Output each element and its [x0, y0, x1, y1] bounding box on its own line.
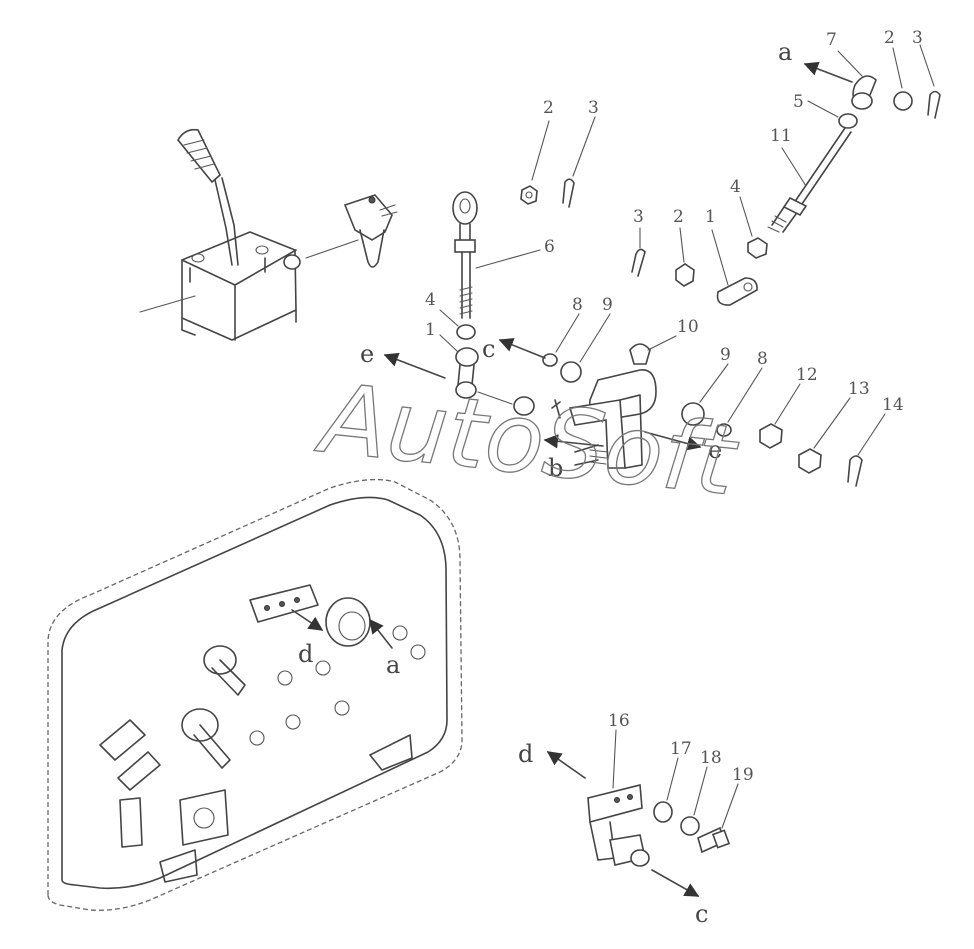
- callout-2-top-right: 2: [884, 28, 895, 48]
- callout-7: 7: [826, 30, 837, 50]
- callout-9-left: 9: [602, 295, 613, 315]
- part-11-adjusting-rod: [767, 127, 852, 233]
- part-13-nut: [798, 448, 822, 474]
- pivot-fitting: [343, 194, 398, 268]
- callout-2-top-center: 2: [543, 98, 554, 118]
- part-3-cotter-pin-top-center: [562, 116, 596, 208]
- callout-11: 11: [770, 126, 792, 146]
- slot-bracket-3: [119, 797, 143, 848]
- label-c-bottom: c: [695, 900, 708, 928]
- hinge-plate: [249, 584, 319, 623]
- part-14-cotter-pin: [847, 455, 863, 487]
- callout-3-top-right: 3: [912, 28, 923, 48]
- slot-bracket-1: [99, 719, 146, 761]
- callout-3-right: 3: [633, 207, 644, 227]
- label-a-panel: a: [386, 651, 400, 679]
- control-lever-assembly: [139, 128, 359, 341]
- part-1-clevis-right: [711, 229, 758, 306]
- callout-10: 10: [677, 317, 699, 337]
- part-2-nut-top-right: [893, 91, 913, 111]
- direction-arrows: [291, 61, 853, 897]
- callout-8-left: 8: [572, 295, 583, 315]
- square-flange: [179, 789, 229, 846]
- label-e-left: e: [360, 340, 374, 368]
- control-panel-housing: [47, 478, 463, 911]
- callout-8-right: 8: [757, 349, 768, 369]
- part-12-nut: [759, 423, 783, 449]
- arrow-c-bottom: [651, 869, 700, 897]
- arrow-e-left: [383, 352, 446, 379]
- callout-1-right: 1: [705, 207, 716, 227]
- callout-16: 16: [608, 711, 630, 731]
- part-17-washer: [653, 801, 673, 823]
- callout-13: 13: [848, 379, 870, 399]
- label-d-bottom: d: [518, 740, 533, 768]
- callout-5: 5: [793, 92, 804, 112]
- cotter-pin-lower-left: [551, 399, 561, 419]
- arrow-letter-labels: a c e e b d a d c: [298, 38, 792, 928]
- part-18-lock-washer: [680, 816, 700, 836]
- label-d-panel: d: [298, 640, 313, 668]
- callout-18: 18: [700, 748, 722, 768]
- part-1-rod-end-center: [439, 334, 479, 399]
- callout-19: 19: [732, 765, 754, 785]
- callout-1-center: 1: [425, 320, 436, 340]
- callout-12: 12: [796, 365, 818, 385]
- part-5-nut-top-right: [838, 113, 858, 129]
- arrow-b: [543, 434, 604, 449]
- arrow-a-top: [803, 61, 853, 83]
- slot-bracket-2: [117, 751, 161, 791]
- label-c-top: c: [482, 335, 495, 363]
- lever-housing: [181, 231, 297, 341]
- part-8-washer-left: [542, 353, 558, 367]
- label-e-right: e: [708, 436, 722, 464]
- part-6-threaded-rod-end: [452, 191, 541, 319]
- callout-17: 17: [670, 739, 692, 759]
- callout-4-center: 4: [425, 290, 436, 310]
- part-3-cotter-pin-right: [631, 248, 646, 277]
- part-9-bushing-right: [681, 402, 705, 426]
- callout-9-right: 9: [720, 345, 731, 365]
- label-a-top: a: [778, 38, 792, 66]
- nut-lower-left: [513, 396, 535, 416]
- watermark: AutoSoft: [311, 362, 744, 518]
- part-2-nut-top-center: [520, 120, 550, 205]
- callout-4-right: 4: [730, 177, 741, 197]
- part-4-nut-right: [747, 237, 768, 259]
- callout-14: 14: [882, 395, 904, 415]
- part-8-washer-right: [716, 423, 732, 437]
- callout-6: 6: [544, 237, 555, 257]
- arrow-e-right: [644, 431, 702, 451]
- lever-knob: [177, 128, 221, 184]
- part-16-bracket: [587, 729, 650, 867]
- part-2-nut-right: [675, 263, 695, 287]
- arrow-a-panel: [369, 618, 393, 649]
- part-9-bushing-left: [560, 361, 582, 383]
- part-10-grease-fitting: [629, 343, 651, 365]
- part-4-nut-center: [456, 324, 476, 340]
- arrow-c-top: [498, 338, 546, 359]
- label-b: b: [548, 454, 563, 482]
- part-3-cotter-pin-top-right: [927, 90, 941, 119]
- callout-3-top-center: 3: [588, 98, 599, 118]
- part-19-bolt: [697, 826, 731, 854]
- arrow-d-bottom: [546, 751, 586, 779]
- part-7-rod-end-top-right: [837, 50, 877, 110]
- center-pivot-bracket: [542, 313, 763, 469]
- callout-2-right: 2: [673, 207, 684, 227]
- callout-labels: 7 2 3 5 11 2 3 4 6 3 2 1 4 4 1 8 9 10 9 …: [425, 28, 923, 785]
- arrow-d-panel: [291, 609, 324, 631]
